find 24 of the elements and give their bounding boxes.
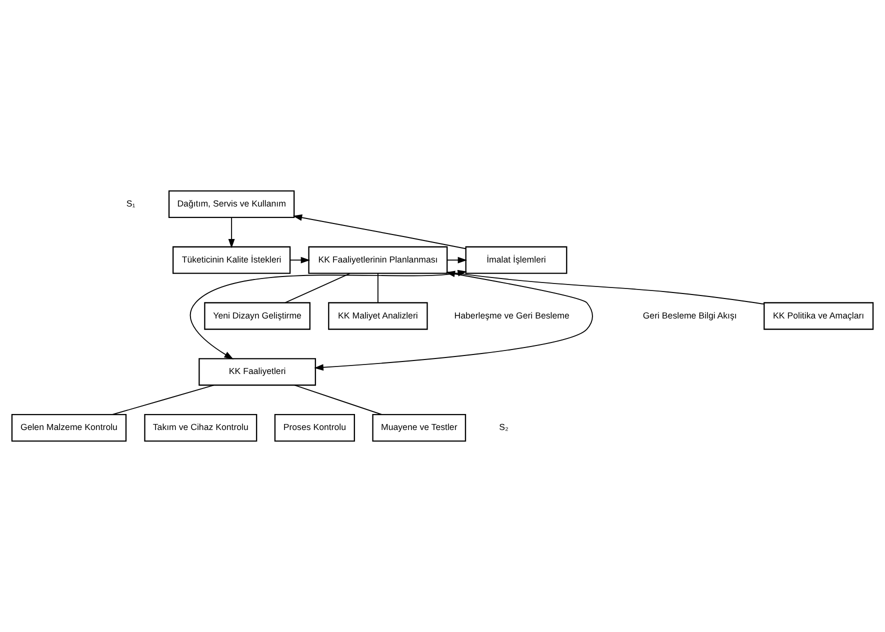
connector — [294, 384, 382, 415]
label: S₁ — [126, 198, 136, 208]
arrow — [290, 256, 310, 264]
connector — [284, 272, 350, 304]
node-box: KK Politika ve Amaçları — [764, 302, 874, 330]
node-box: KK Maliyet Analizleri — [328, 302, 428, 330]
connector — [112, 384, 214, 415]
node-box: Takım ve Cihaz Kontrolu — [144, 414, 258, 442]
label: Haberleşme ve Geri Besleme — [454, 310, 570, 320]
node-box: Tüketicinin Kalite İstekleri — [172, 246, 291, 274]
node-box: KK Faaliyetlerinin Planlanması — [308, 246, 448, 274]
node-box: KK Faaliyetleri — [198, 358, 316, 386]
node-box: Muayene ve Testler — [372, 414, 466, 442]
node-box: Gelen Malzeme Kontrolu — [11, 414, 127, 442]
connector — [377, 272, 378, 304]
node-box: İmalat İşlemleri — [465, 246, 568, 274]
node-box: Proses Kontrolu — [274, 414, 355, 442]
label: S₂ — [499, 422, 508, 432]
node-box: Dağıtım, Servis ve Kullanım — [168, 190, 295, 218]
node-box: Yeni Dizayn Geliştirme — [204, 302, 310, 330]
arrow — [228, 217, 235, 248]
arrow — [446, 256, 468, 264]
label: Geri Besleme Bilgi Akışı — [642, 310, 737, 320]
arrow — [292, 214, 466, 250]
